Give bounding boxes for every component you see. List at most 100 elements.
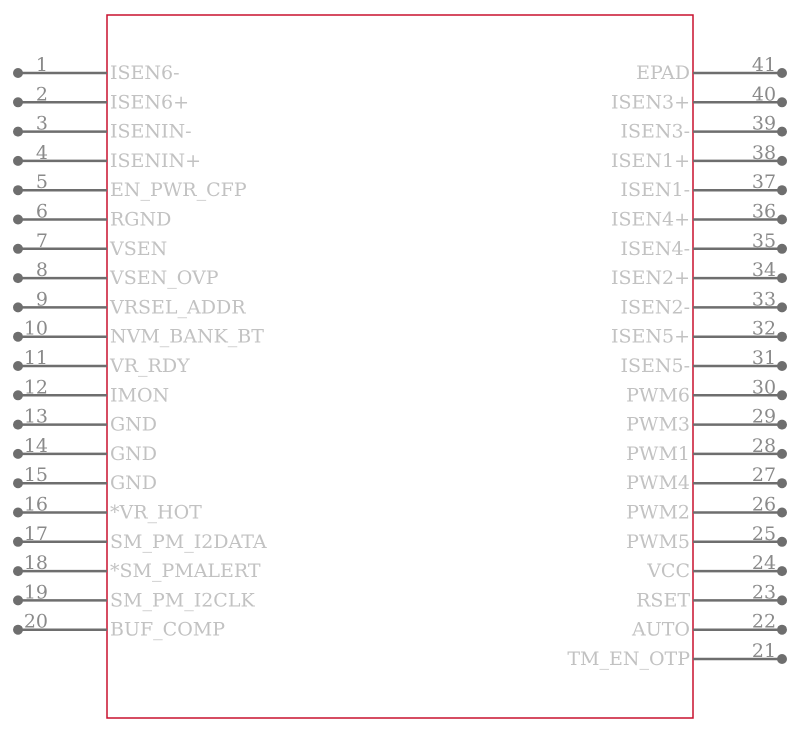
pin-number: 18 <box>24 552 48 574</box>
pin-label: PWM6 <box>626 384 690 406</box>
pin-endpoint-dot <box>13 331 23 342</box>
pin-label: ISEN1- <box>620 179 690 201</box>
pin-label: VSEN <box>109 238 167 260</box>
pin-number: 23 <box>752 581 776 603</box>
pin-18: 18 *SM_PMALERT <box>13 552 261 582</box>
pin-number: 35 <box>752 230 776 252</box>
pin-number: 13 <box>24 406 48 428</box>
pin-label: VRSEL_ADDR <box>109 296 246 318</box>
pin-number: 41 <box>752 54 776 76</box>
pin-29: 29 PWM3 <box>626 406 787 436</box>
pin-endpoint-dot <box>777 68 787 78</box>
pin-label: PWM1 <box>626 443 690 465</box>
pin-label: *SM_PMALERT <box>110 560 261 582</box>
pin-number: 39 <box>752 113 776 135</box>
pin-number: 25 <box>752 523 776 545</box>
pin-label: GND <box>110 414 157 436</box>
pin-endpoint-dot <box>777 654 787 664</box>
pin-16: 16*VR_HOT <box>13 494 202 524</box>
pin-label: AUTO <box>631 619 690 641</box>
pin-endpoint-dot <box>13 595 23 606</box>
pin-number: 32 <box>752 318 776 340</box>
pin-number: 26 <box>752 494 776 516</box>
pin-number: 31 <box>752 347 776 369</box>
pin-endpoint-dot <box>777 97 787 108</box>
pin-number: 8 <box>36 259 48 281</box>
pin-label: PWM2 <box>626 502 690 524</box>
pin-endpoint-dot <box>777 478 787 489</box>
pin-label: ISENIN- <box>110 121 192 143</box>
pin-endpoint-dot <box>13 419 23 430</box>
pin-endpoint-dot <box>13 624 23 635</box>
pin-number: 29 <box>752 406 776 428</box>
pin-endpoint-dot <box>777 448 787 459</box>
component-body <box>106 14 694 719</box>
pin-number: 12 <box>24 376 48 398</box>
pin-endpoint-dot <box>777 243 787 254</box>
pin-number: 24 <box>752 552 776 574</box>
pin-label: GND <box>110 472 157 494</box>
pin-endpoint-dot <box>13 478 23 489</box>
pin-endpoint-dot <box>13 185 23 196</box>
pin-number: 21 <box>752 640 776 662</box>
pin-label: RGND <box>110 209 171 231</box>
pin-label: ISEN5- <box>620 355 690 377</box>
pin-number: 19 <box>24 581 48 603</box>
pin-number: 7 <box>36 230 48 252</box>
pin-15: 15 GND <box>13 464 157 494</box>
pin-endpoint-dot <box>13 126 23 137</box>
pin-label: ISEN6+ <box>110 91 189 113</box>
pin-endpoint-dot <box>777 536 787 547</box>
pin-label: NVM_BANK_BT <box>110 326 264 348</box>
pin-number: 40 <box>752 83 776 105</box>
pin-label: EN_PWR_CFP <box>110 179 247 201</box>
pin-number: 20 <box>24 611 48 633</box>
pin-endpoint-dot <box>777 273 787 284</box>
pin-endpoint-dot <box>13 273 23 284</box>
pin-number: 14 <box>24 435 48 457</box>
pin-number: 15 <box>24 464 48 486</box>
pin-37: 37 ISEN1- <box>620 171 787 201</box>
pin-endpoint-dot <box>777 419 787 430</box>
pin-endpoint-dot <box>777 361 787 371</box>
right-pin-group: 41EPAD40ISEN3+39ISEN3-38ISEN1+37ISEN1-36… <box>567 54 787 670</box>
pin-endpoint-dot <box>13 390 23 401</box>
pin-endpoint-dot <box>777 595 787 606</box>
pin-label: PWM3 <box>626 414 690 436</box>
pin-label: ISEN1+ <box>611 150 690 172</box>
pin-number: 37 <box>752 171 776 193</box>
pin-endpoint-dot <box>13 97 23 108</box>
pin-label: PWM5 <box>626 531 690 553</box>
pin-endpoint-dot <box>13 302 23 313</box>
pin-endpoint-dot <box>13 214 23 225</box>
pin-number: 27 <box>752 464 776 486</box>
pin-label: SM_PM_I2DATA <box>110 531 267 553</box>
pin-label: *VR_HOT <box>110 502 202 524</box>
pin-endpoint-dot <box>777 126 787 137</box>
pin-label: VCC <box>646 560 690 582</box>
pin-label: ISEN3- <box>620 121 690 143</box>
